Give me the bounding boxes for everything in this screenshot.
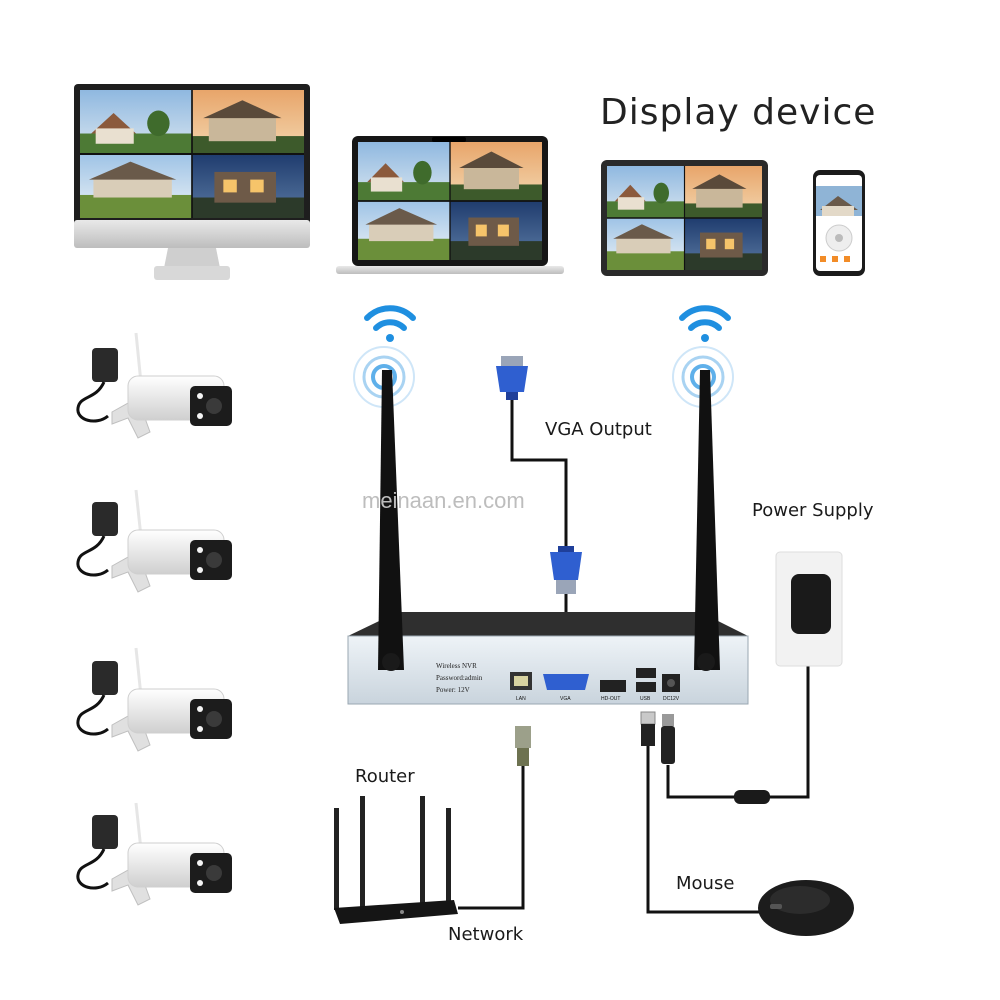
nvr-label-line3: Power: 12V <box>436 686 470 694</box>
nvr-label-line1: Wireless NVR <box>436 662 477 670</box>
port-label-usb: USB <box>640 696 651 702</box>
cables <box>458 392 810 914</box>
smartphone-icon <box>813 170 865 276</box>
camera-1-icon <box>76 332 232 439</box>
camera-4-icon <box>76 802 232 906</box>
lan-plug-icon <box>515 726 531 766</box>
camera-3-icon <box>76 647 232 752</box>
mouse-label: Mouse <box>676 873 735 894</box>
power-supply-icon <box>775 551 843 667</box>
laptop-icon <box>336 136 564 274</box>
port-label-dc12v: DC12V <box>663 696 680 702</box>
tablet-icon <box>601 160 768 276</box>
nvr-label-line2: Password:admin <box>436 674 483 682</box>
vga-plug-top-icon <box>496 356 528 400</box>
watermark: meinaan.en.com <box>362 488 525 513</box>
port-label-hdout: HD-OUT <box>601 696 620 702</box>
camera-2-icon <box>76 489 232 593</box>
vga-output-label: VGA Output <box>545 419 652 440</box>
monitor-icon <box>74 84 310 280</box>
ferrite-core-icon <box>734 790 770 804</box>
page-title: Display device <box>600 92 877 133</box>
port-label-lan: LAN <box>516 696 526 702</box>
mouse-icon <box>758 880 854 936</box>
router-label: Router <box>355 766 415 787</box>
antenna-right-icon <box>694 370 720 671</box>
nvr-device <box>347 612 749 705</box>
network-label: Network <box>448 924 524 945</box>
router-icon <box>334 796 458 924</box>
usb-plug-icon <box>640 711 656 746</box>
antenna-left-icon <box>378 370 404 671</box>
power-supply-label: Power Supply <box>752 500 874 521</box>
vga-plug-bottom-icon <box>550 546 582 594</box>
dc-plug-icon <box>661 714 675 764</box>
port-label-vga: VGA <box>560 696 571 702</box>
